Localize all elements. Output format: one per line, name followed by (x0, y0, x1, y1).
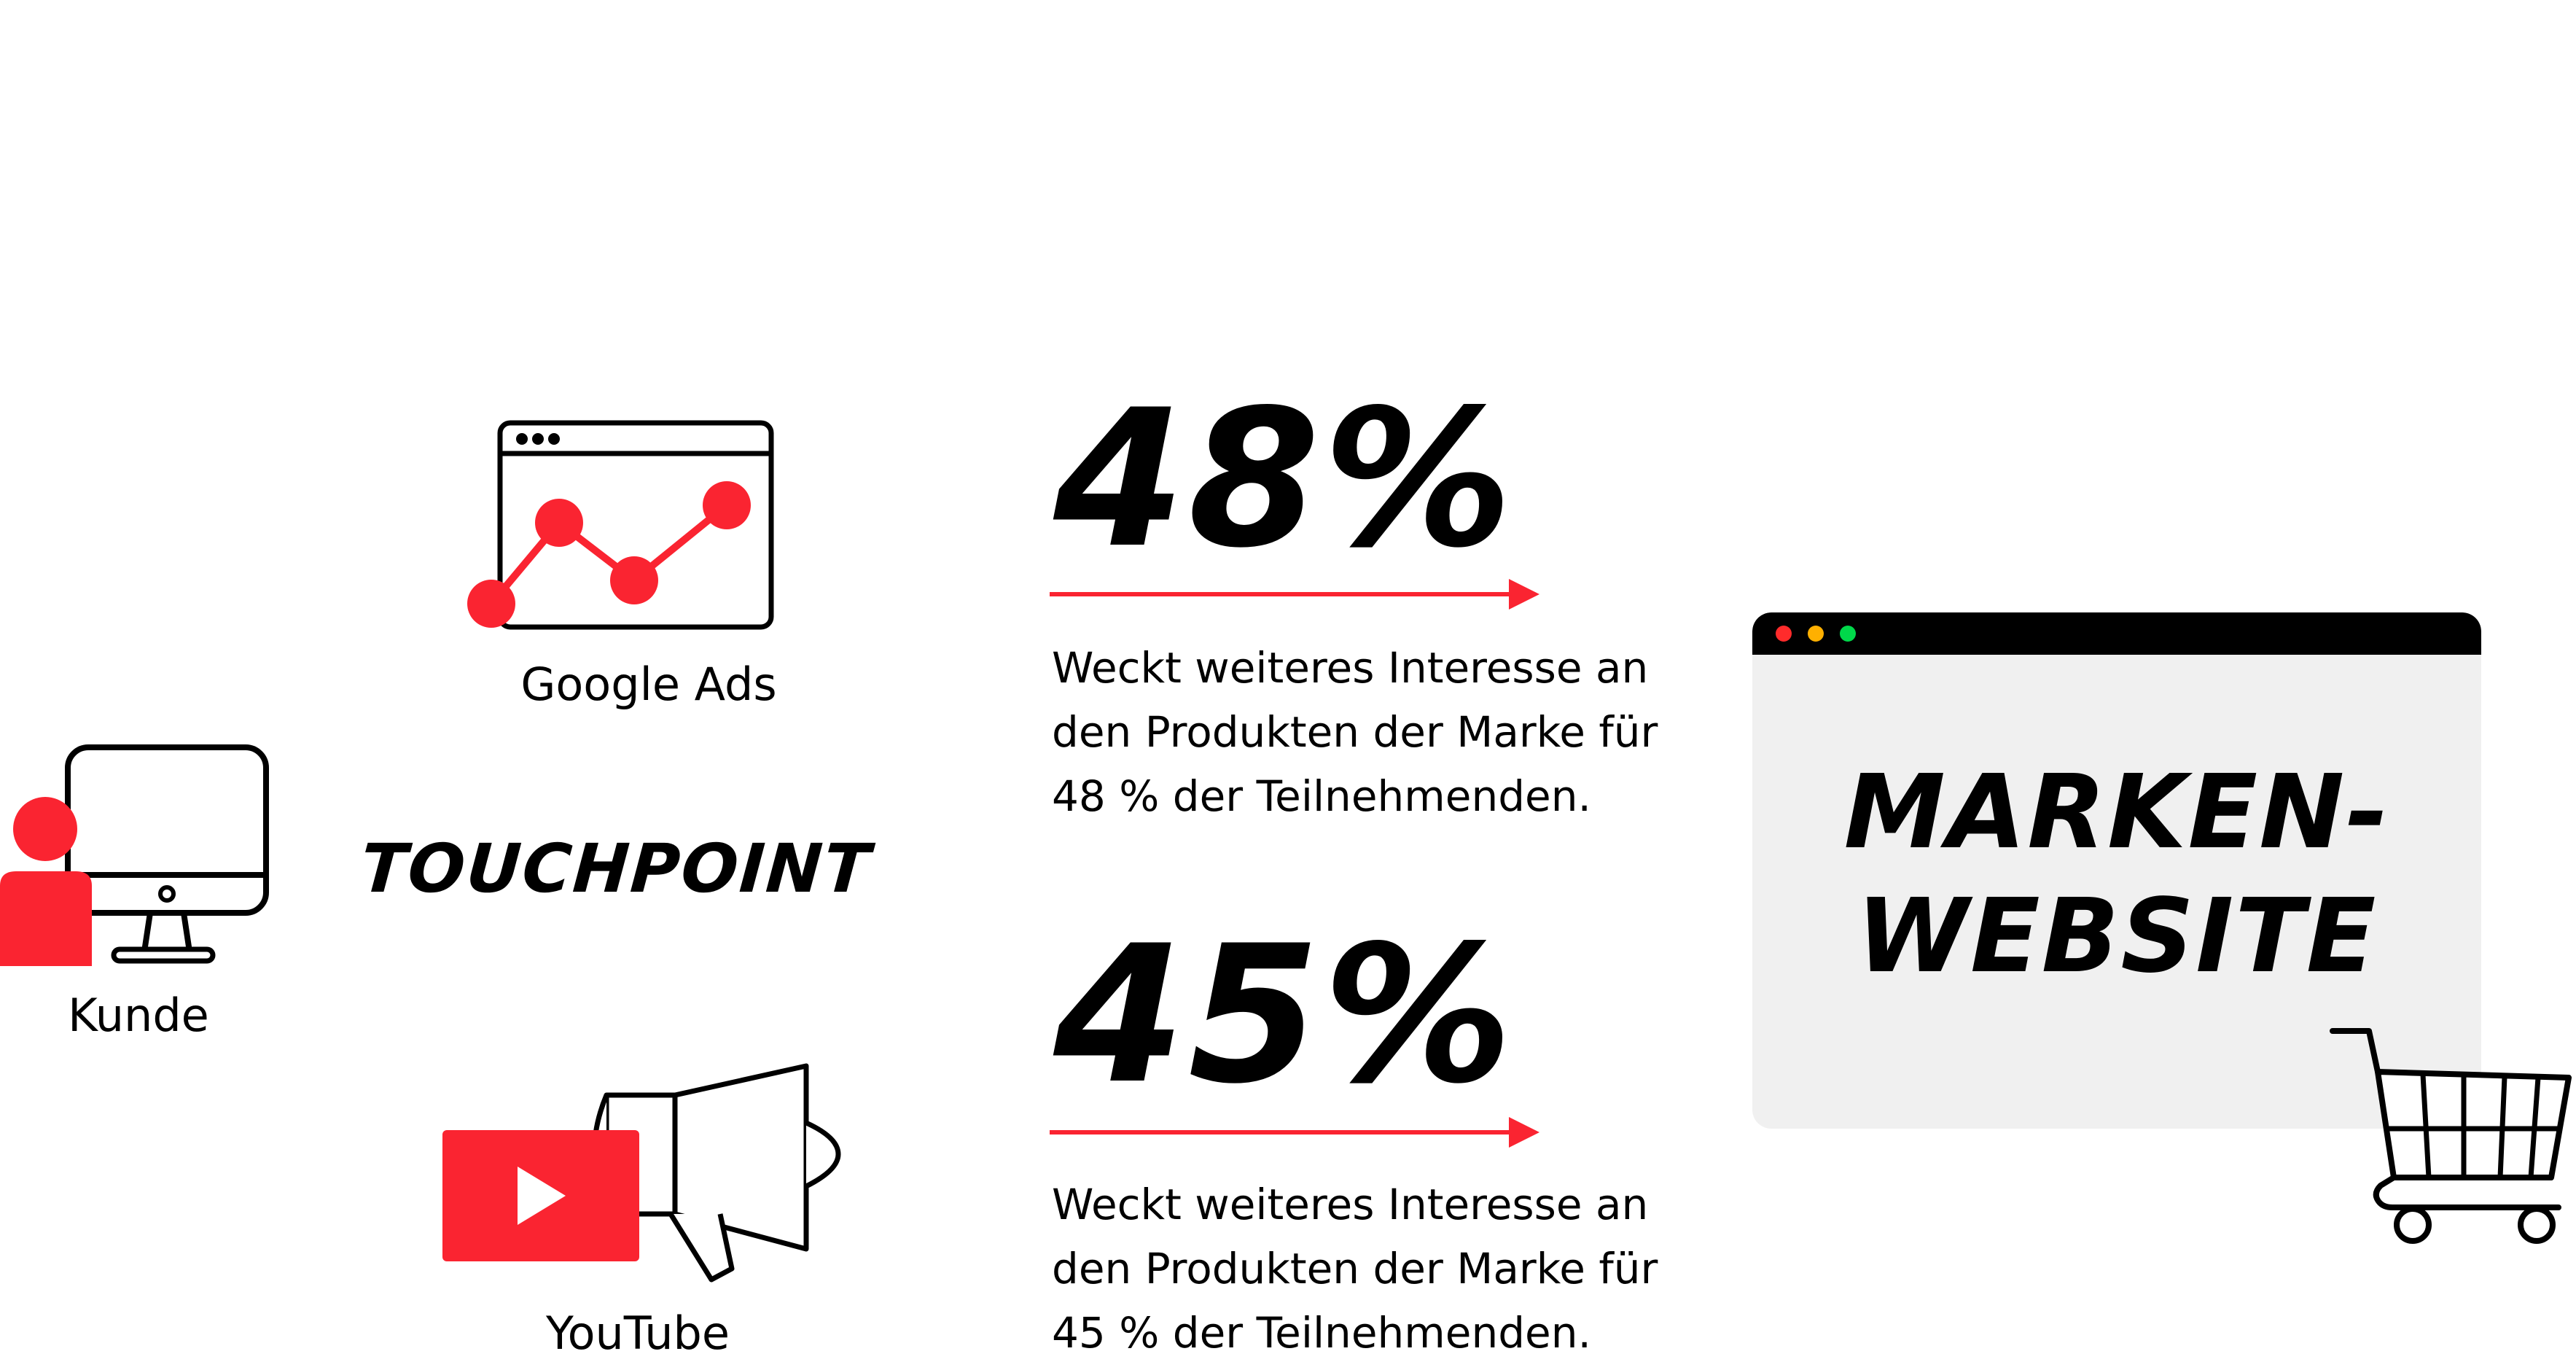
brand-website-window (1752, 612, 2481, 1129)
stat-48-line-1: Weckt weiteres Interesse an (1052, 643, 1649, 693)
shopping-cart-icon (2325, 1021, 2576, 1247)
youtube-icon (437, 1061, 846, 1287)
stat-45-line-3: 45 % der Teilnehmenden. (1052, 1308, 1591, 1358)
google-ads-label: Google Ads (520, 658, 777, 711)
stat-48-line-3: 48 % der Teilnehmenden. (1052, 771, 1591, 821)
touchpoint-label: TOUCHPOINT (358, 830, 874, 908)
window-close-dot (1776, 626, 1792, 642)
stat-48-line-2: den Produkten der Marke für (1052, 707, 1658, 757)
google-ads-icon (467, 416, 780, 634)
brand-website-title: MARKEN- WEBSITE (1752, 751, 2481, 999)
customer-icon (0, 740, 277, 966)
stat-48-value: 48% (1053, 370, 1516, 590)
stat-45-description: Weckt weiteres Interesse an den Produkte… (1052, 1172, 1658, 1365)
window-maximize-dot (1840, 626, 1856, 642)
arrow-right-icon (1050, 1114, 1545, 1151)
customer-label: Kunde (68, 989, 209, 1042)
brand-website-line-2: WEBSITE (1856, 877, 2378, 996)
youtube-label: YouTube (545, 1307, 730, 1360)
stat-45-line-2: den Produkten der Marke für (1052, 1244, 1658, 1293)
browser-title-bar (1752, 612, 2481, 655)
brand-website-line-1: MARKEN- (1843, 753, 2390, 872)
window-minimize-dot (1808, 626, 1824, 642)
stat-45-line-1: Weckt weiteres Interesse an (1052, 1180, 1649, 1229)
stat-45-value: 45% (1053, 906, 1516, 1126)
stat-48-description: Weckt weiteres Interesse an den Produkte… (1052, 636, 1658, 828)
arrow-right-icon (1050, 576, 1545, 612)
